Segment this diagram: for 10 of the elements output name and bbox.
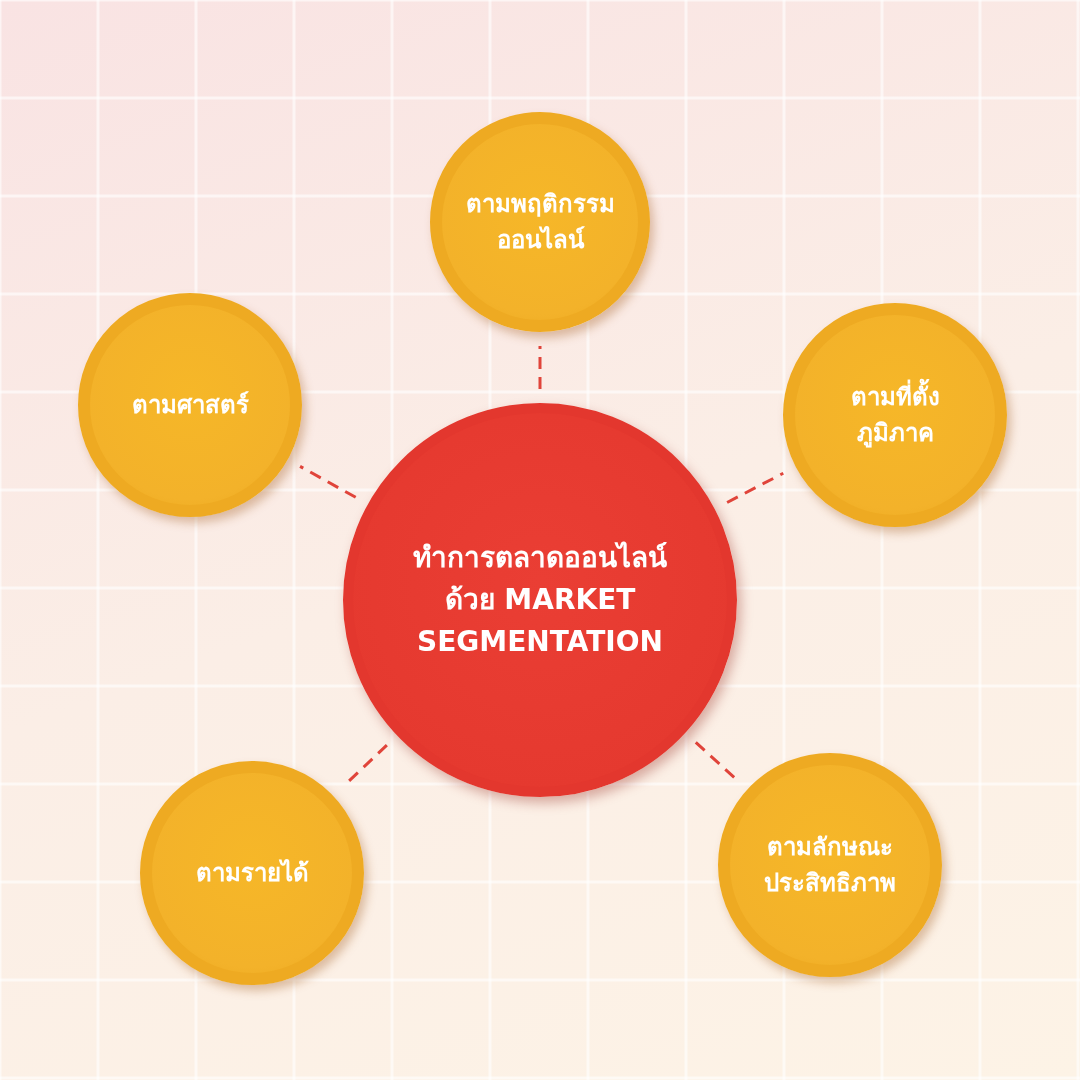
connector-line [299,465,357,499]
node-text: ตามศาสตร์ [130,390,250,421]
node-text: ตามรายได้ [194,858,310,889]
connector-line [726,471,784,504]
node-text: ตามลักษณะประสิทธิภาพ [763,832,897,899]
node-text: ตามพฤติกรรมออนไลน์ [464,189,616,256]
node-text: ตามที่ตั้งภูมิภาค [825,379,965,451]
circle-node [78,293,302,517]
node-text: ทำการตลาดออนไลน์ด้วย MARKET SEGMENTATION [412,540,668,660]
connector-line [538,346,542,389]
